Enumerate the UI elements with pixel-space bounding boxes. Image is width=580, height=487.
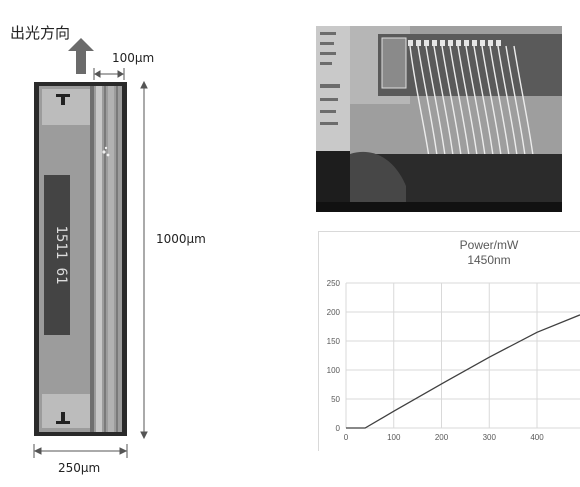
y-tick-label: 50: [331, 395, 340, 404]
wire-bonding-photo: [316, 26, 562, 212]
light-direction-label: 出光方向: [10, 24, 71, 42]
chip-micrograph: 1511 61: [33, 68, 148, 458]
power-series-line: [346, 314, 580, 429]
y-tick-label: 0: [336, 424, 341, 433]
y-tick-label: 150: [327, 337, 341, 346]
chart-subtitle: 1450nm: [467, 253, 511, 267]
x-tick-label: 100: [387, 433, 401, 442]
x-tick-label: 400: [530, 433, 544, 442]
chip-marking-bar: [44, 175, 70, 335]
y-tick-label: 100: [327, 366, 341, 375]
x-tick-label: 200: [435, 433, 449, 442]
x-tick-label: 0: [344, 433, 349, 442]
chip-body: 1511 61: [34, 82, 127, 436]
chip-marking-text: 1511 61: [53, 225, 69, 284]
y-tick-label: 200: [327, 308, 341, 317]
power-chart: 0 50 100 150 200 250 0 100 200 300 400: [327, 279, 580, 442]
chart-title-block: Power/mW 1450nm: [318, 238, 580, 268]
up-arrow-icon: [68, 38, 94, 74]
dimension-top-label: 100μm: [112, 51, 155, 65]
dimension-width-label: 250μm: [58, 461, 101, 475]
waveguide-ridge: [90, 86, 118, 432]
dimension-height-label: 1000μm: [156, 232, 206, 246]
x-tick-label: 300: [483, 433, 497, 442]
dimension-lines: [33, 68, 148, 458]
y-tick-label: 250: [327, 279, 341, 288]
chart-title: Power/mW: [459, 238, 519, 252]
